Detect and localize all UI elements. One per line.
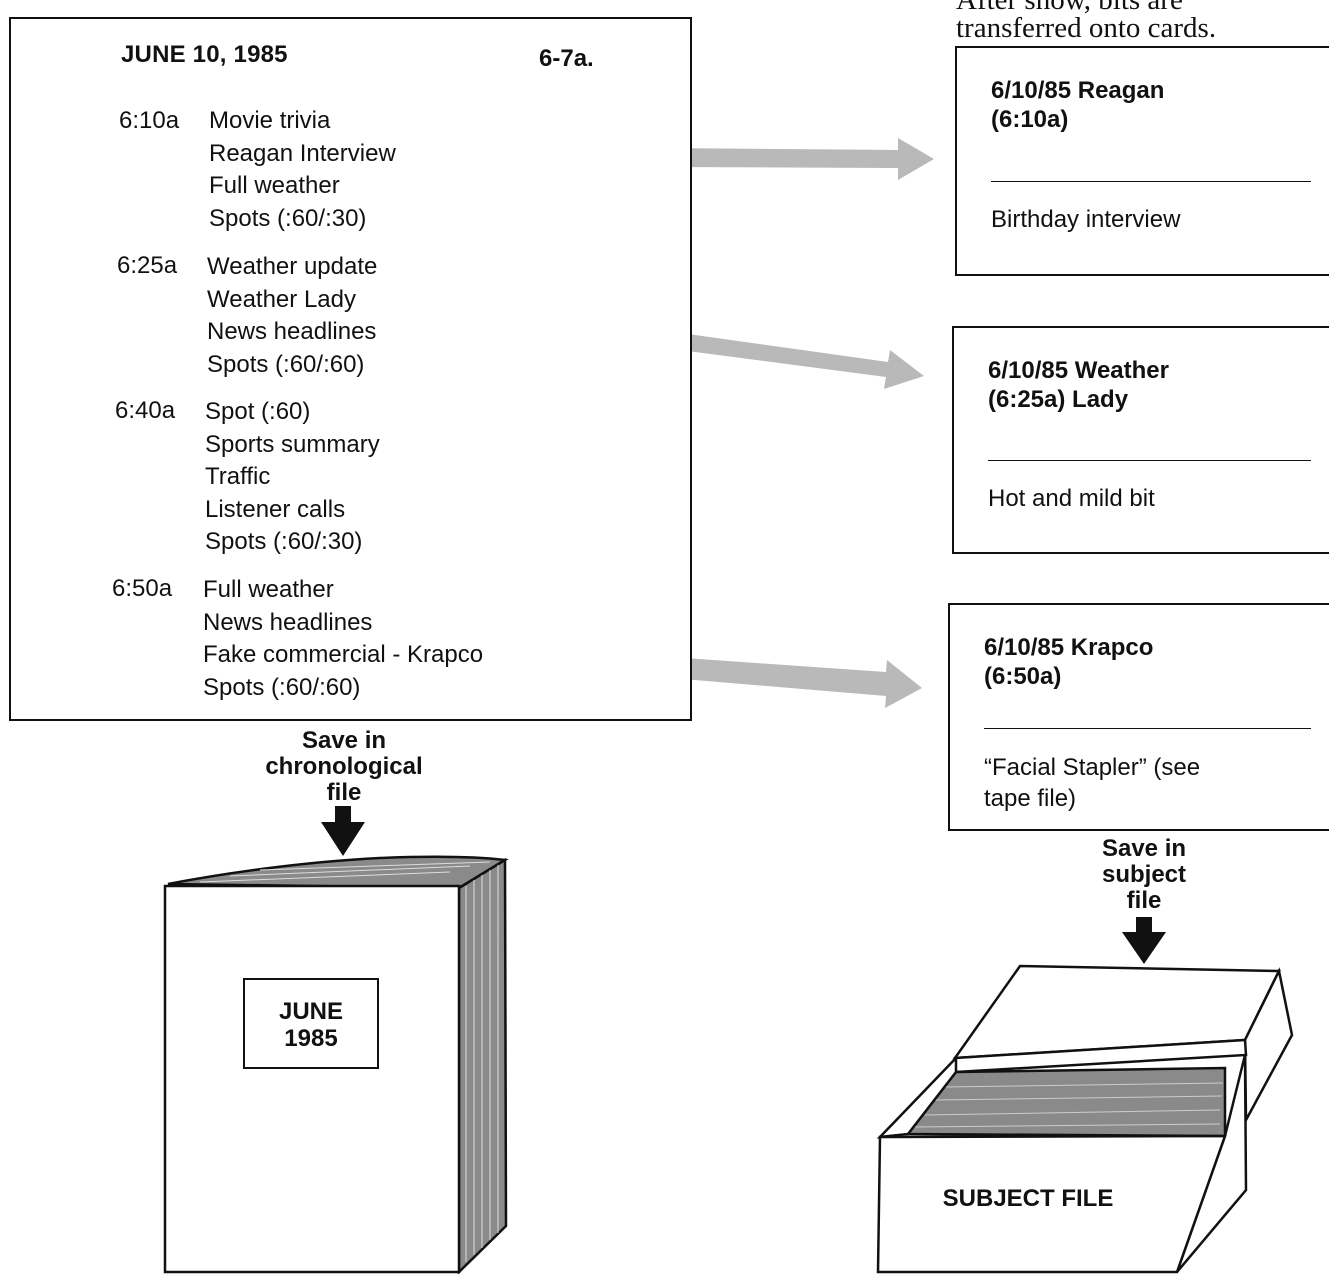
down-arrow-chronological: [321, 806, 365, 856]
subject-file-caption: Save in subject file: [1074, 836, 1214, 914]
segment-item: Traffic: [205, 461, 380, 494]
segment-item: Spots (:60/:30): [209, 203, 396, 236]
segment-item: Spots (:60/:30): [205, 526, 380, 559]
segment-item: News headlines: [207, 316, 377, 349]
segment-item: Full weather: [203, 574, 483, 607]
caption-line: file: [1074, 888, 1214, 914]
segment-item: Listener calls: [205, 494, 380, 527]
caption-line: subject: [1074, 862, 1214, 888]
caption-line: Save in: [243, 728, 445, 754]
log-date: JUNE 10, 1985: [121, 41, 288, 69]
segment-time: 6:40a: [115, 397, 175, 425]
card-title-line: 6/10/85 Reagan: [991, 76, 1164, 105]
index-card-krapco: 6/10/85 Krapco (6:50a) “Facial Stapler” …: [948, 603, 1329, 831]
segment-item: Spots (:60/:60): [203, 672, 483, 705]
card-rule: [991, 181, 1311, 182]
segment-items: Movie trivia Reagan Interview Full weath…: [209, 105, 396, 235]
chronological-file-caption: Save in chronological file: [243, 728, 445, 806]
caption-line: Save in: [1074, 836, 1214, 862]
card-title-line: 6/10/85 Krapco: [984, 633, 1153, 662]
index-card-reagan: 6/10/85 Reagan (6:10a) Birthday intervie…: [955, 46, 1329, 276]
segment-time: 6:10a: [119, 107, 179, 135]
segment-item: Full weather: [209, 170, 396, 203]
card-title-line: (6:25a) Lady: [988, 385, 1169, 414]
subject-file-box-illustration: [878, 966, 1292, 1272]
card-title-line: 6/10/85 Weather: [988, 356, 1169, 385]
card-rule: [984, 728, 1311, 729]
card-title-line: (6:10a): [991, 105, 1164, 134]
segment-item: Sports summary: [205, 429, 380, 462]
segment-item: Weather Lady: [207, 284, 377, 317]
log-hour-block: 6-7a.: [539, 45, 594, 73]
segment-items: Full weather News headlines Fake commerc…: [203, 574, 483, 704]
card-description: Hot and mild bit: [988, 483, 1155, 514]
card-description: “Facial Stapler” (see tape file): [984, 752, 1200, 814]
binder-label-line: JUNE: [244, 998, 378, 1025]
rundown-log-sheet: JUNE 10, 1985 6-7a. 6:10a Movie trivia R…: [9, 17, 692, 721]
segment-time: 6:50a: [112, 575, 172, 603]
transfer-note-line: transferred onto cards.: [956, 14, 1329, 42]
segment-item: Movie trivia: [209, 105, 396, 138]
binder-label: JUNE 1985: [244, 998, 378, 1052]
segment-item: Reagan Interview: [209, 138, 396, 171]
card-rule: [988, 460, 1311, 461]
segment-item: Spots (:60/:60): [207, 349, 377, 382]
card-description: Birthday interview: [991, 204, 1180, 235]
segment-item: News headlines: [203, 607, 483, 640]
transfer-note: After show, bits are transferred onto ca…: [956, 0, 1329, 42]
binder-label-line: 1985: [244, 1025, 378, 1052]
segment-items: Weather update Weather Lady News headlin…: [207, 251, 377, 381]
subject-file-box-label: SUBJECT FILE: [900, 1186, 1156, 1212]
card-description-line: tape file): [984, 783, 1200, 814]
segment-item: Fake commercial - Krapco: [203, 639, 483, 672]
card-title: 6/10/85 Reagan (6:10a): [991, 76, 1164, 134]
card-title-line: (6:50a): [984, 662, 1153, 691]
segment-time: 6:25a: [117, 252, 177, 280]
index-card-weather-lady: 6/10/85 Weather (6:25a) Lady Hot and mil…: [952, 326, 1329, 554]
segment-items: Spot (:60) Sports summary Traffic Listen…: [205, 396, 380, 559]
card-title: 6/10/85 Weather (6:25a) Lady: [988, 356, 1169, 414]
segment-item: Spot (:60): [205, 396, 380, 429]
caption-line: file: [243, 780, 445, 806]
caption-line: chronological: [243, 754, 445, 780]
card-title: 6/10/85 Krapco (6:50a): [984, 633, 1153, 691]
segment-item: Weather update: [207, 251, 377, 284]
card-description-line: “Facial Stapler” (see: [984, 752, 1200, 783]
down-arrow-subject: [1122, 917, 1166, 964]
